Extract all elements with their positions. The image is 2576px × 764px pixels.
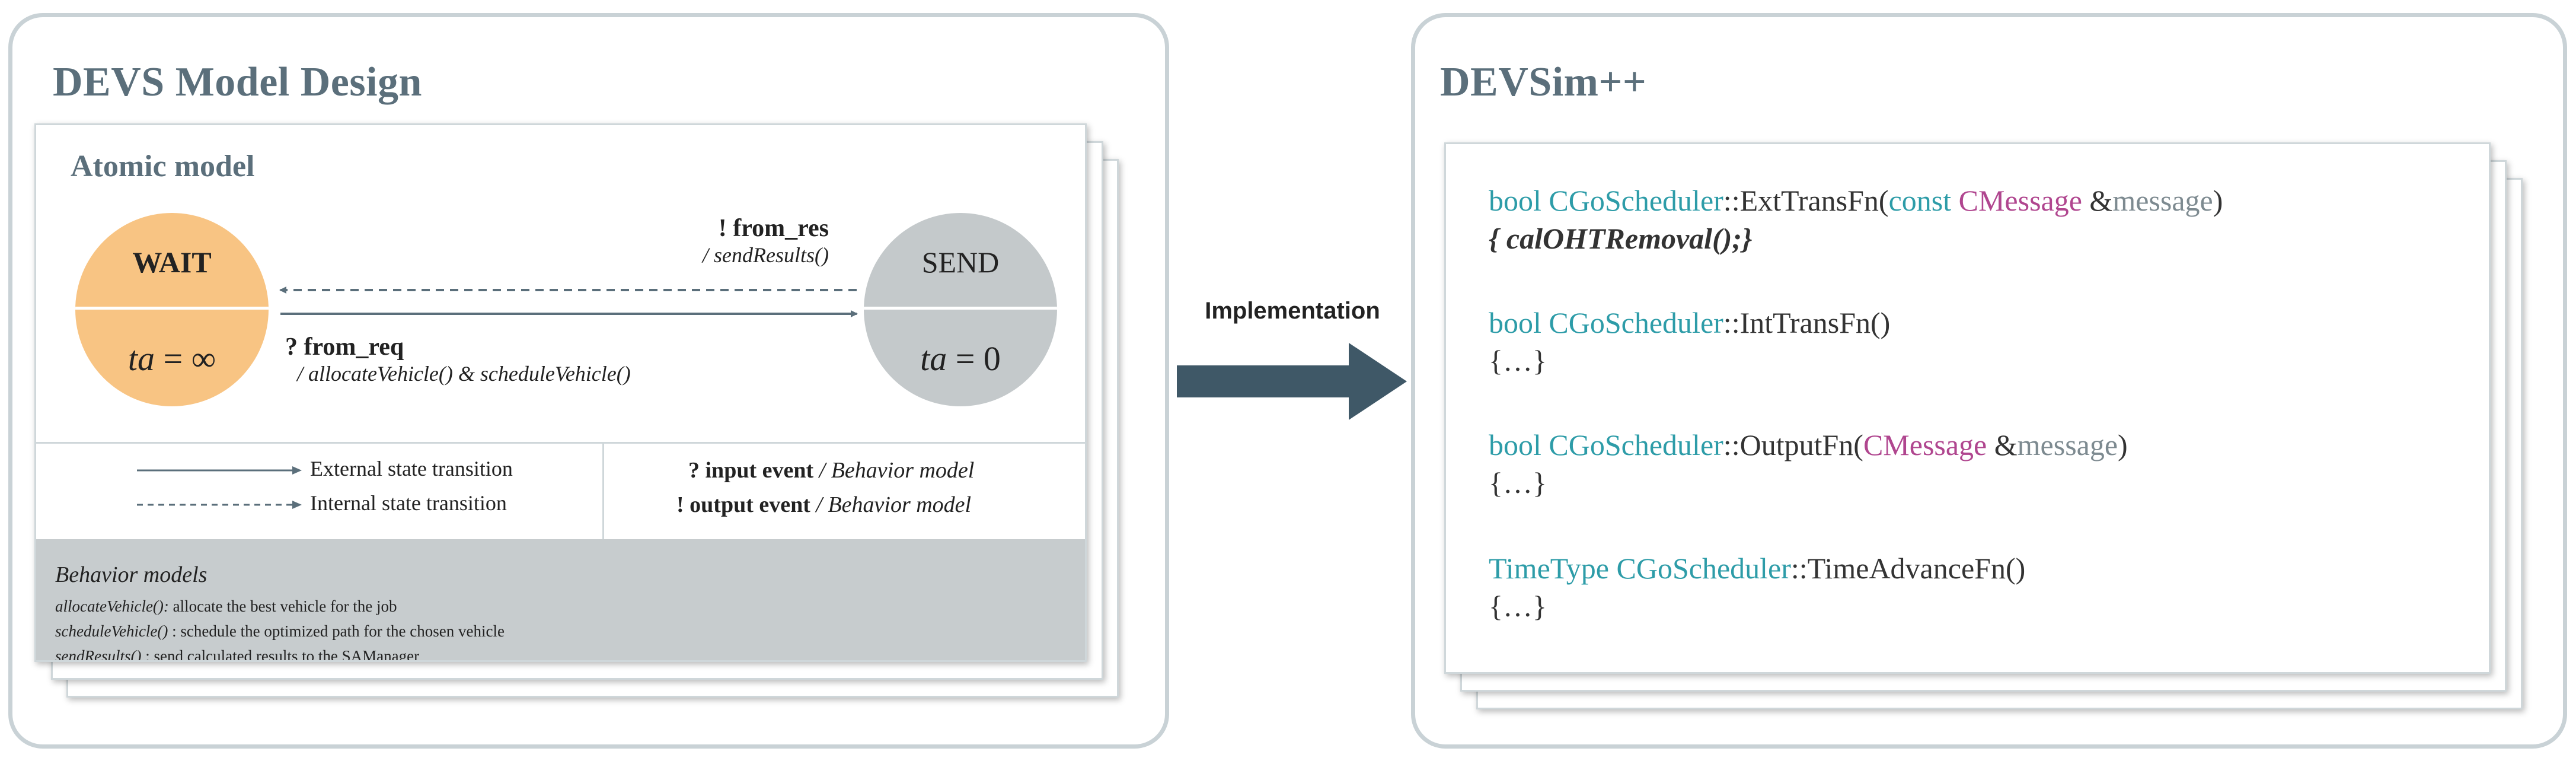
transition-arrows (279, 286, 858, 317)
code-ext-trans-signature: bool CGoScheduler::ExtTransFn(const CMes… (1489, 184, 2223, 217)
panel-title: DEVS Model Design (53, 59, 422, 105)
atomic-model-title: Atomic model (71, 149, 255, 183)
behavior-item: scheduleVehicle() : schedule the optimiz… (55, 622, 505, 640)
legend-external-label: External state transition (310, 457, 513, 480)
code-output-signature: bool CGoScheduler::OutputFn(CMessage &me… (1489, 428, 2128, 461)
implementation-label: Implementation (1205, 298, 1380, 324)
code-int-trans-signature: bool CGoScheduler::IntTransFn() (1489, 306, 1891, 339)
legend-input-event: ? input event / Behavior model (688, 458, 975, 483)
panel-title: DEVSim++ (1440, 59, 1647, 105)
state-send-ta: ta = 0 (920, 339, 1001, 378)
code-time-advance-signature: TimeType CGoScheduler::TimeAdvanceFn() (1489, 552, 2026, 585)
code-int-trans-body: {…} (1489, 344, 1547, 377)
event-from-res: ! from_res (718, 215, 829, 242)
legend-column-divider (602, 442, 604, 539)
dashed-arrow-icon (137, 501, 302, 509)
code-output-body: {…} (1489, 466, 1547, 499)
code-card: bool CGoScheduler::ExtTransFn(const CMes… (1444, 142, 2491, 674)
legend-output-event: ! output event / Behavior model (676, 492, 972, 517)
state-wait: WAIT ta = ∞ (75, 213, 269, 406)
state-wait-name: WAIT (132, 246, 212, 279)
behavior-models-title: Behavior models (55, 562, 208, 587)
state-divider (75, 307, 269, 310)
transition-label-from-req: ? from_req / allocateVehicle() & schedul… (285, 333, 631, 386)
state-wait-ta: ta = ∞ (127, 339, 216, 378)
state-send: SEND ta = 0 (864, 213, 1057, 406)
behavior-item: allocateVehicle(): allocate the best veh… (55, 597, 397, 615)
behavior-item: sendResults() : send calculated results … (55, 647, 420, 662)
action-send-results: / sendResults() (703, 243, 829, 267)
legend-divider (36, 442, 1085, 444)
state-send-name: SEND (921, 246, 1000, 279)
action-allocate-schedule: / allocateVehicle() & scheduleVehicle() (297, 362, 631, 386)
right-arrow-icon (1177, 343, 1407, 420)
atomic-model-card: Atomic model WAIT ta = ∞ SEND ta = 0 ! f… (34, 123, 1087, 662)
behavior-models-box: Behavior models allocateVehicle(): alloc… (36, 539, 1085, 660)
transition-label-from-res: ! from_res / sendResults() (703, 214, 829, 268)
event-from-req: ? from_req (285, 333, 404, 361)
code-time-advance-body: {…} (1489, 590, 1547, 623)
legend-internal-label: Internal state transition (310, 491, 507, 515)
code-ext-trans-body: { calOHTRemoval();} (1489, 222, 1753, 255)
state-divider (864, 307, 1057, 310)
solid-arrow-icon (137, 466, 302, 475)
